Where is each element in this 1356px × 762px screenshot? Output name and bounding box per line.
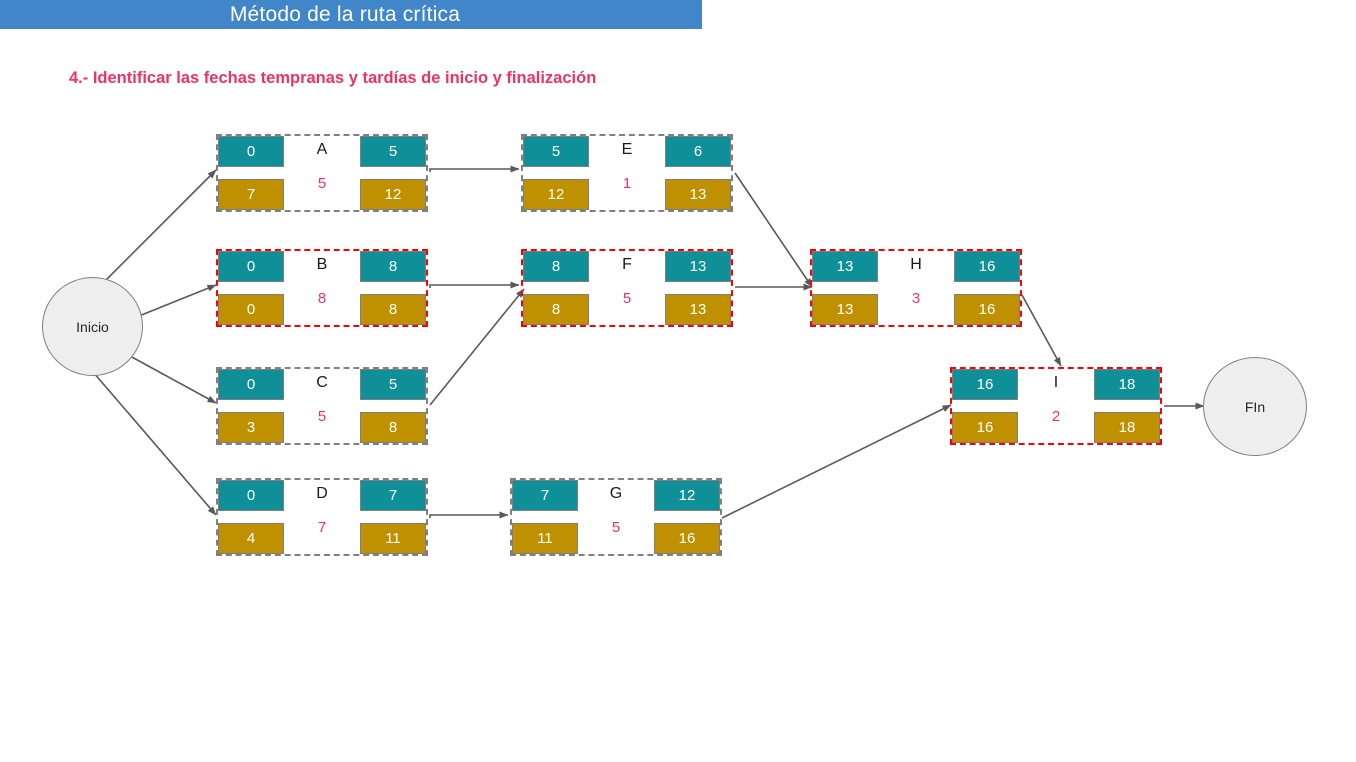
activity-frame (216, 367, 428, 445)
activity-duration: 5 (317, 175, 327, 192)
edge-G-I (721, 404, 952, 519)
activity-node-B[interactable]: 0 8 0 8 B 8 (216, 249, 428, 327)
late-start-cell: 7 (218, 179, 284, 210)
activity-node-G[interactable]: 7 12 11 16 G 5 (510, 478, 722, 556)
late-finish-cell: 16 (954, 294, 1020, 325)
activity-node-C[interactable]: 0 5 3 8 C 5 (216, 367, 428, 445)
activity-duration: 7 (317, 519, 327, 536)
activity-frame (810, 249, 1022, 327)
late-finish-cell: 16 (654, 523, 720, 554)
edge-B-F (429, 281, 520, 289)
late-start-cell: 13 (812, 294, 878, 325)
activity-frame (510, 478, 722, 556)
activity-name: F (622, 256, 632, 273)
edge-D-G (429, 511, 509, 519)
early-start-cell: 13 (812, 251, 878, 282)
activity-frame (216, 134, 428, 212)
early-start-cell: 7 (512, 480, 578, 511)
step-heading: 4.- Identificar las fechas tempranas y t… (69, 69, 597, 87)
late-start-cell: 4 (218, 523, 284, 554)
node-fin-label: FIn (1244, 398, 1266, 415)
activity-node-F[interactable]: 8 13 8 13 F 5 (521, 249, 733, 327)
activity-name: C (316, 374, 328, 391)
activity-name: H (910, 256, 922, 273)
early-finish-cell: 6 (665, 136, 731, 167)
early-start-cell: 0 (218, 136, 284, 167)
activity-name: G (609, 485, 623, 502)
activity-name: A (316, 141, 328, 158)
activity-frame (521, 134, 733, 212)
early-start-cell: 0 (218, 251, 284, 282)
early-start-cell: 0 (218, 480, 284, 511)
node-inicio[interactable]: Inicio (42, 277, 143, 376)
early-finish-cell: 12 (654, 480, 720, 511)
early-start-cell: 16 (952, 369, 1018, 400)
header-band (0, 0, 702, 29)
late-start-cell: 0 (218, 294, 284, 325)
edge-inicio-C (129, 355, 217, 404)
early-finish-cell: 5 (360, 136, 426, 167)
late-finish-cell: 8 (360, 294, 426, 325)
activity-node-D[interactable]: 0 7 4 11 D 7 (216, 478, 428, 556)
activity-node-E[interactable]: 5 6 12 13 E 1 (521, 134, 733, 212)
activity-node-A[interactable]: 0 5 7 12 A 5 (216, 134, 428, 212)
edge-inicio-D (92, 371, 217, 516)
activity-duration: 2 (1051, 408, 1061, 425)
early-finish-cell: 7 (360, 480, 426, 511)
edge-A-E (429, 165, 520, 173)
activity-name: B (316, 256, 328, 273)
activity-node-H[interactable]: 13 16 13 16 H 3 (810, 249, 1022, 327)
activity-duration: 8 (317, 290, 327, 307)
early-finish-cell: 5 (360, 369, 426, 400)
early-finish-cell: 18 (1094, 369, 1160, 400)
early-start-cell: 0 (218, 369, 284, 400)
early-finish-cell: 16 (954, 251, 1020, 282)
early-finish-cell: 13 (665, 251, 731, 282)
late-start-cell: 12 (523, 179, 589, 210)
edge-C-F (429, 288, 525, 406)
edge-inicio-B (133, 284, 217, 319)
activity-frame (216, 249, 428, 327)
late-finish-cell: 13 (665, 179, 731, 210)
late-finish-cell: 13 (665, 294, 731, 325)
activity-duration: 1 (622, 175, 632, 192)
early-start-cell: 8 (523, 251, 589, 282)
node-fin[interactable]: FIn (1203, 357, 1307, 456)
late-finish-cell: 11 (360, 523, 426, 554)
activity-duration: 5 (611, 519, 621, 536)
edge-inicio-A (100, 169, 217, 286)
late-finish-cell: 12 (360, 179, 426, 210)
activity-name: E (621, 141, 633, 158)
late-start-cell: 8 (523, 294, 589, 325)
activity-frame (950, 367, 1162, 445)
early-start-cell: 5 (523, 136, 589, 167)
activity-name: D (316, 485, 328, 502)
page-title: Método de la ruta crítica (229, 3, 461, 26)
activity-name: I (1053, 374, 1059, 391)
late-start-cell: 3 (218, 412, 284, 443)
late-finish-cell: 8 (360, 412, 426, 443)
late-start-cell: 16 (952, 412, 1018, 443)
activity-node-I[interactable]: 16 18 16 18 I 2 (950, 367, 1162, 445)
activity-frame (521, 249, 733, 327)
activity-duration: 3 (911, 290, 921, 307)
activity-duration: 5 (622, 290, 632, 307)
early-finish-cell: 8 (360, 251, 426, 282)
activity-frame (216, 478, 428, 556)
node-inicio-label: Inicio (76, 318, 109, 335)
late-start-cell: 11 (512, 523, 578, 554)
edge-H-I (1021, 294, 1062, 367)
edge-E-H (734, 172, 813, 288)
late-finish-cell: 18 (1094, 412, 1160, 443)
activity-duration: 5 (317, 408, 327, 425)
